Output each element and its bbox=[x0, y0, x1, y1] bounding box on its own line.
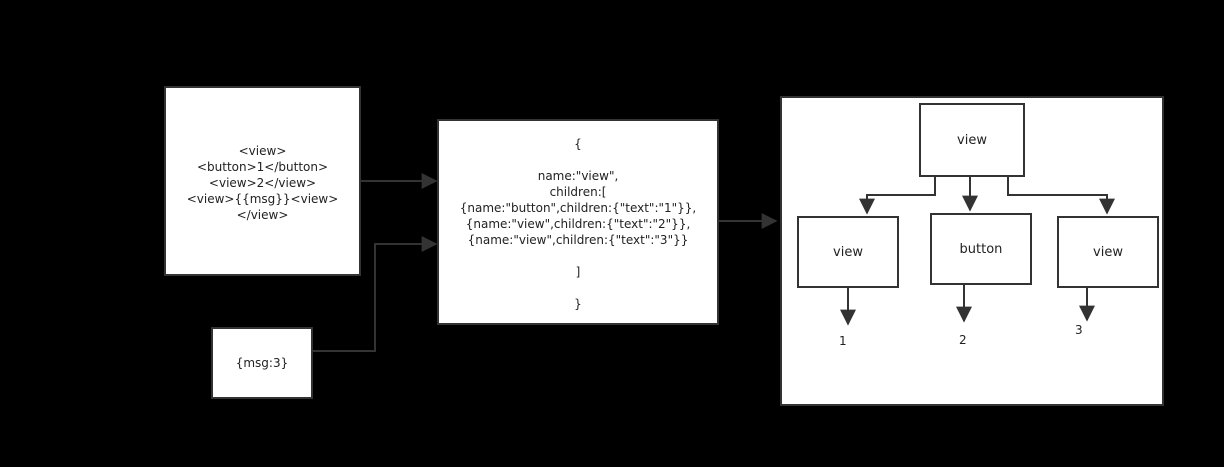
vdom-line: children:[ bbox=[549, 185, 607, 199]
tree-connectors bbox=[840, 175, 1115, 326]
tree-panel: view view button view 1 2 3 bbox=[780, 96, 1164, 406]
template-line: </view> bbox=[236, 208, 289, 222]
template-line: <button>1</button> bbox=[196, 160, 329, 174]
vdom-line: {name:"view",children:{"text":"2"}}, bbox=[465, 217, 691, 231]
tree-node-label: view bbox=[1093, 245, 1123, 260]
vdom-line: {name:"view",children:{"text":"3"}} bbox=[467, 233, 689, 247]
vdom-box: { name:"view", children:[ {name:"button"… bbox=[437, 119, 719, 325]
vdom-line bbox=[439, 152, 717, 168]
vdom-line bbox=[439, 280, 717, 296]
leaf-value-3: 3 bbox=[1075, 323, 1083, 337]
template-line: <view>2</view> bbox=[208, 176, 317, 190]
template-box: <view> <button>1</button> <view>2</view>… bbox=[164, 86, 361, 276]
tree-node-view-2: view bbox=[1057, 216, 1159, 288]
data-box: {msg:3} bbox=[211, 327, 313, 399]
tree-edge-right bbox=[1007, 175, 1115, 215]
tree-node-view-1: view bbox=[797, 216, 899, 288]
template-line: <view>{{msg}}<view> bbox=[186, 192, 339, 206]
vdom-line: } bbox=[574, 297, 582, 311]
vdom-line bbox=[439, 248, 717, 264]
tree-node-label: view bbox=[957, 133, 987, 148]
vdom-line: name:"view", bbox=[537, 169, 619, 183]
tree-node-root: view bbox=[919, 103, 1025, 177]
arrow-data-to-vdom bbox=[312, 236, 438, 352]
data-text: {msg:3} bbox=[235, 356, 289, 370]
tree-node-button: button bbox=[930, 213, 1032, 285]
vdom-code: { name:"view", children:[ {name:"button"… bbox=[439, 136, 717, 312]
leaf-value-2: 2 bbox=[959, 333, 967, 347]
vdom-line: { bbox=[574, 137, 582, 151]
template-line: <view> bbox=[238, 144, 287, 158]
vdom-line: {name:"button",children:{"text":"1"}}, bbox=[459, 201, 697, 215]
leaf-value-1: 1 bbox=[839, 334, 847, 348]
vdom-line: ] bbox=[575, 265, 581, 279]
tree-node-label: button bbox=[959, 242, 1003, 257]
tree-node-label: view bbox=[833, 245, 863, 260]
template-code: <view> <button>1</button> <view>2</view>… bbox=[166, 143, 359, 223]
tree-edge-left bbox=[859, 175, 936, 215]
